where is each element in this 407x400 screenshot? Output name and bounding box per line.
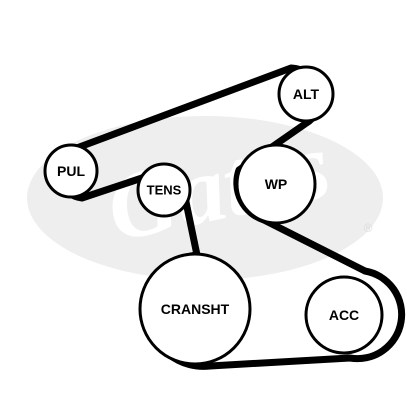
- pulley-cransht-label: CRANSHT: [161, 301, 230, 317]
- pulley-pul-circle: [43, 143, 99, 199]
- pulley-wp-label: WP: [265, 176, 288, 192]
- watermark-registered-mark: ®: [364, 221, 373, 235]
- pulley-alt-circle: [277, 65, 335, 123]
- pulley-pul: PUL: [43, 143, 99, 199]
- pulley-pul-label: PUL: [57, 163, 85, 179]
- pulley-alt: ALT: [277, 65, 335, 123]
- pulley-acc-circle: [304, 275, 384, 355]
- pulley-cransht: CRANSHT: [138, 252, 252, 366]
- pulley-tens-circle: [136, 162, 192, 218]
- pulley-alt-label: ALT: [293, 86, 320, 102]
- pulley-acc-label: ACC: [329, 307, 359, 323]
- pulley-acc: ACC: [304, 275, 384, 355]
- pulley-wp: WP: [235, 143, 317, 225]
- pulley-tens-label: TENS: [147, 183, 182, 198]
- pulley-tens: TENS: [136, 162, 192, 218]
- pulley-wp-circle: [235, 143, 317, 225]
- pulley-cransht-circle: [138, 252, 252, 366]
